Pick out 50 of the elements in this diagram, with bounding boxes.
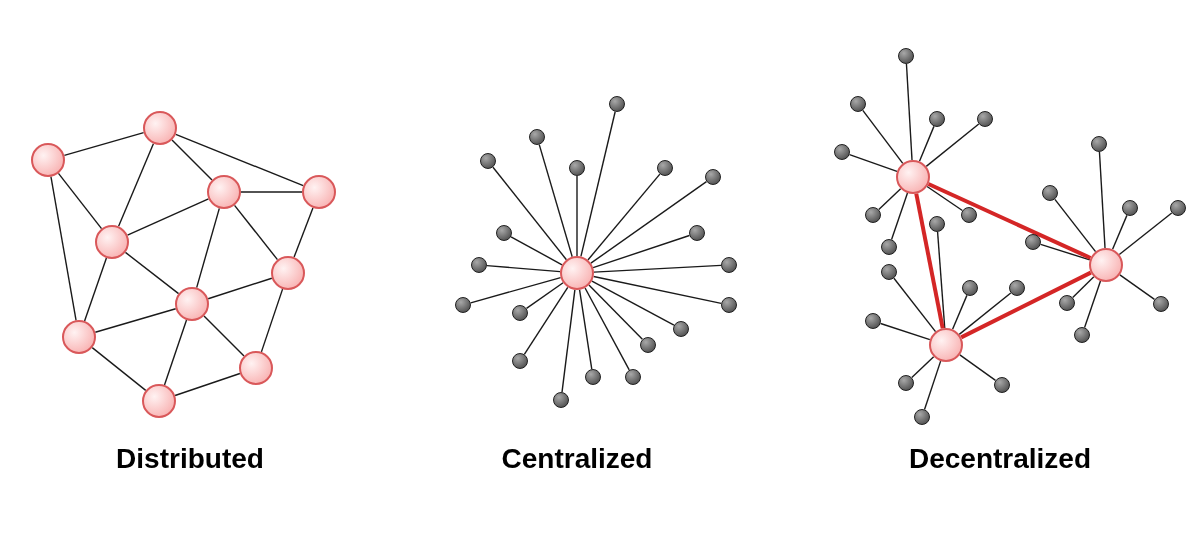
link-line [1098, 151, 1106, 249]
link-line [1119, 274, 1156, 301]
network-caption: Decentralized [908, 442, 1092, 476]
link-line [926, 185, 964, 212]
link-line [918, 125, 935, 162]
link-line [1111, 214, 1128, 251]
link-line [576, 175, 578, 257]
link-line [260, 288, 284, 353]
link-line [492, 166, 568, 261]
link-line [588, 284, 644, 340]
link-line [203, 315, 245, 357]
link-line [848, 153, 898, 173]
link-line [240, 191, 303, 193]
link-line [878, 188, 902, 211]
link-line [958, 292, 1012, 336]
link-line [1072, 276, 1095, 299]
link-line [580, 111, 616, 258]
network-caption: Distributed [116, 442, 264, 476]
link-line [923, 360, 942, 411]
link-line [936, 231, 946, 329]
link-line [561, 289, 576, 393]
link-line [50, 176, 77, 321]
link-line [195, 207, 221, 289]
link-line [470, 276, 562, 304]
link-line [890, 192, 909, 241]
link-line [1118, 212, 1173, 256]
link-line [925, 123, 980, 168]
link-line [124, 251, 180, 295]
link-line [959, 354, 997, 382]
link-line [171, 139, 213, 181]
link-line [590, 180, 708, 264]
link-line [163, 319, 188, 386]
link-line [905, 63, 913, 161]
link-line [538, 143, 573, 258]
link-line [83, 257, 108, 322]
link-line [593, 264, 722, 273]
link-line [911, 356, 935, 379]
link-line [1039, 243, 1091, 261]
link-line [91, 346, 147, 392]
link-line [293, 207, 314, 258]
link-line [486, 264, 561, 273]
link-line [879, 322, 931, 341]
link-line [951, 294, 968, 331]
link-line [1083, 280, 1102, 329]
thick-link-line [914, 193, 945, 329]
link-line [591, 280, 675, 326]
link-line [525, 282, 564, 310]
link-line [578, 289, 593, 370]
link-line [587, 173, 661, 261]
network-caption: Centralized [501, 442, 653, 476]
